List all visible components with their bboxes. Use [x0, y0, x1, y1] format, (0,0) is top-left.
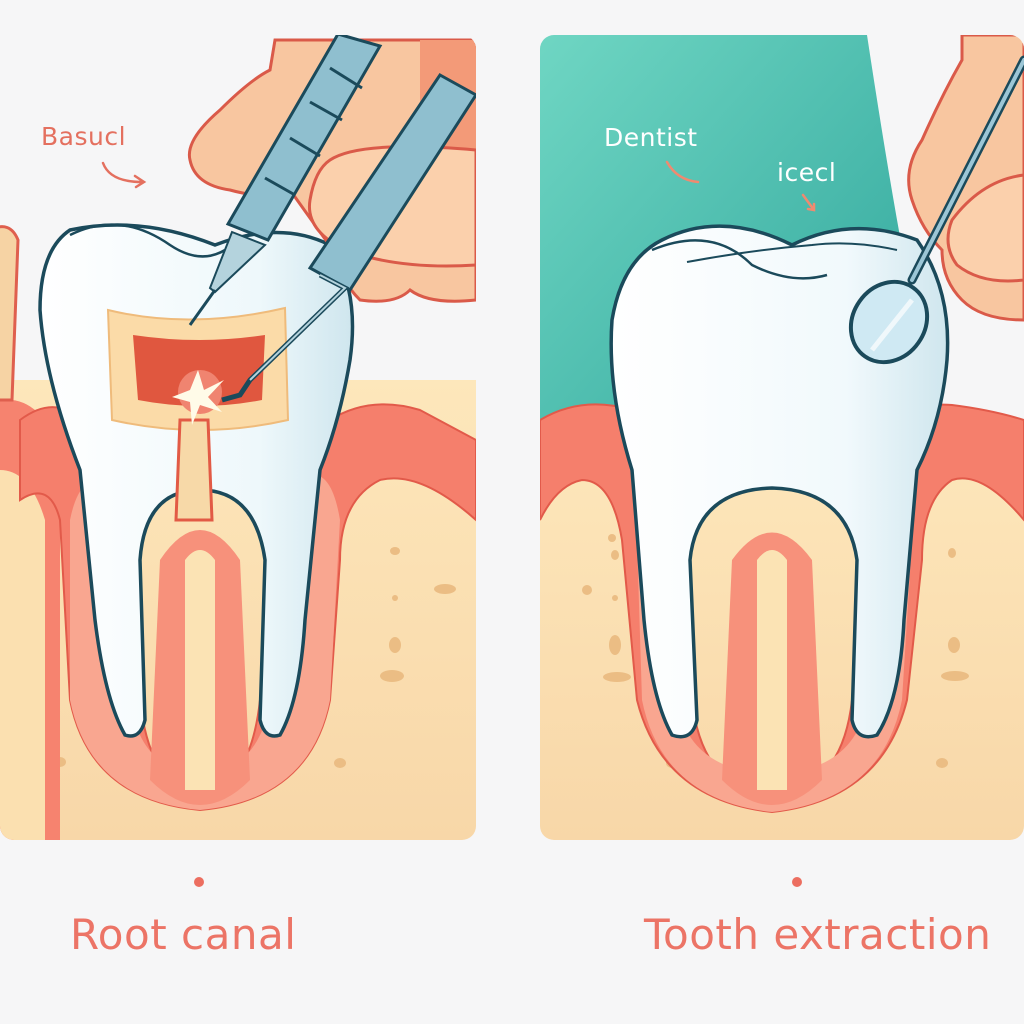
- annotation-label: Basucl: [41, 122, 127, 151]
- root-canal-illustration: [0, 35, 476, 840]
- annotation-arrow-icon: [801, 193, 816, 212]
- tooth-extraction-caption: Tooth extraction: [644, 910, 992, 959]
- tooth-extraction-illustration: [540, 35, 1024, 840]
- annotation-arrow-icon: [665, 160, 700, 184]
- annotation-label: icecl: [777, 158, 837, 187]
- dental-explorer-instrument: [221, 73, 476, 403]
- tooth-extraction-panel: Dentist icecl Tooth extraction: [512, 0, 1024, 1024]
- root-canal-panel: Basucl Root canal: [0, 35, 476, 959]
- annotation-arrow-icon: [101, 161, 147, 189]
- bone-specks: [582, 534, 969, 768]
- annotation-label: Dentist: [604, 123, 698, 152]
- dental-file-instrument: [188, 35, 383, 326]
- caption-bullet: [792, 877, 802, 887]
- neighbor-tooth: [0, 225, 20, 402]
- dental-mirror-icon: [848, 55, 1024, 365]
- caption-bullet: [194, 877, 204, 887]
- root-canal-caption: Root canal: [70, 910, 297, 959]
- spark-icon: [172, 370, 224, 425]
